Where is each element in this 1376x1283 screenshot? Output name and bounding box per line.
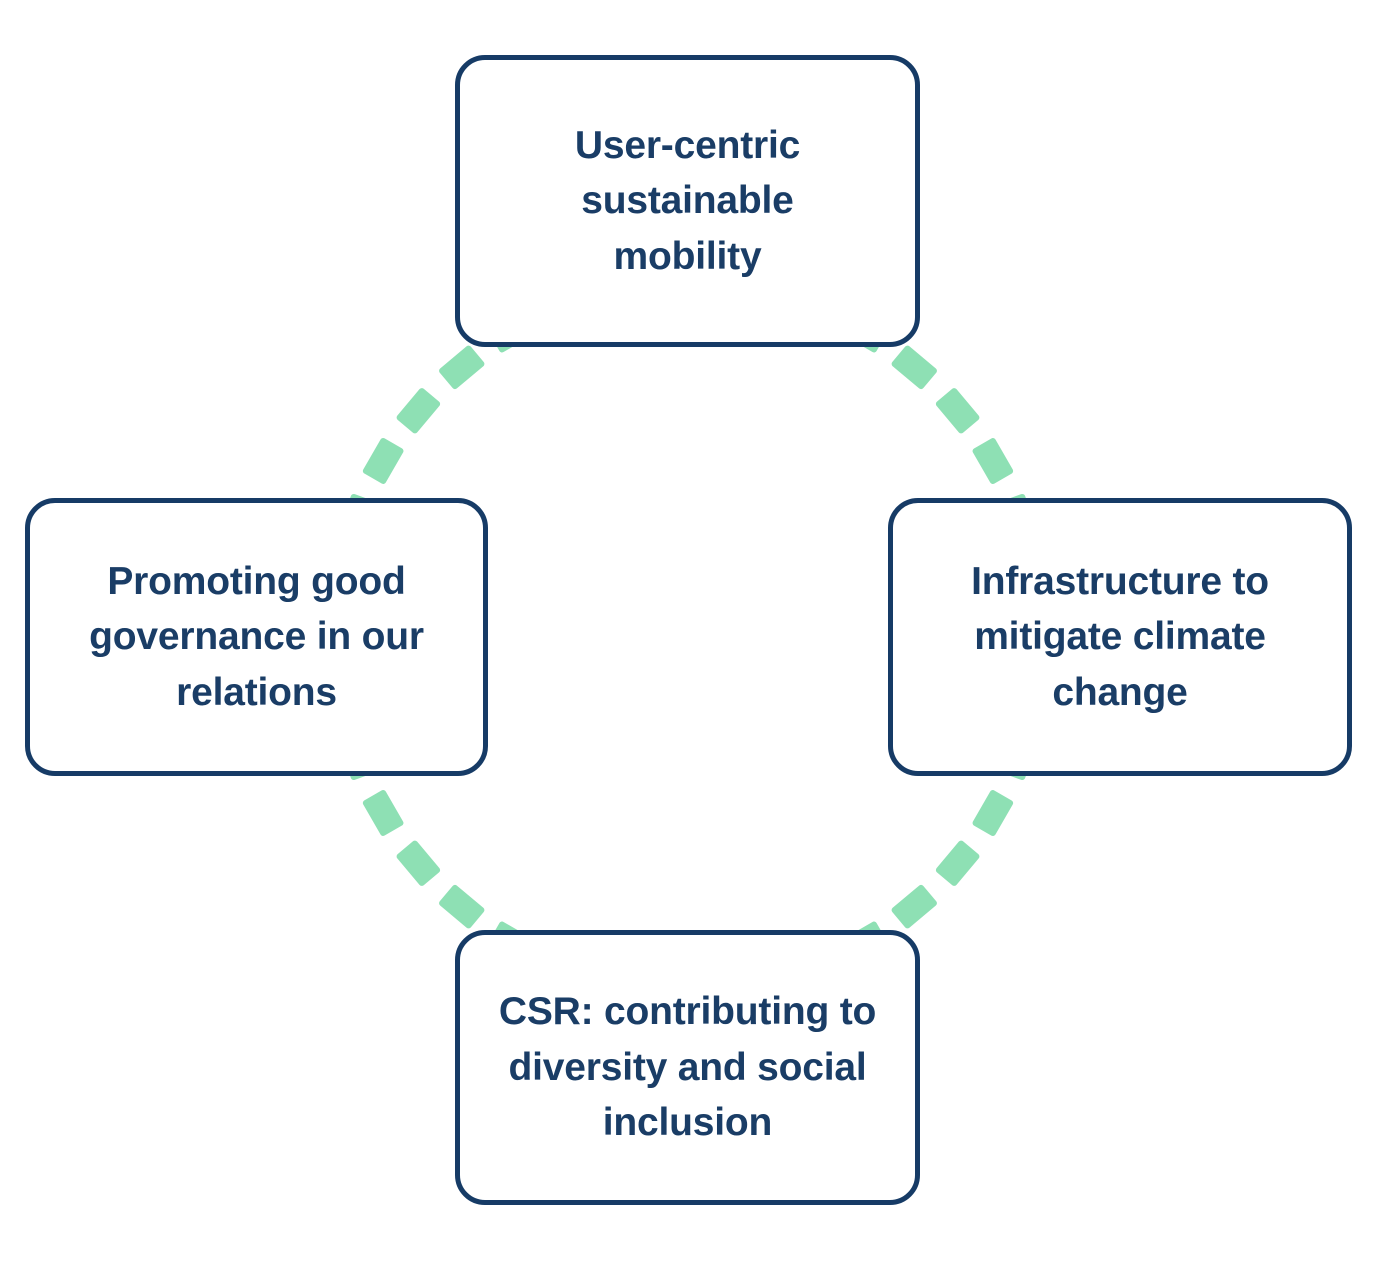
ring-dash-segment <box>972 438 1014 484</box>
node-infrastructure-to-mitigate-climate-change[interactable]: Infrastructure to mitigate climate chang… <box>888 498 1352 776</box>
ring-dash-segment <box>396 840 441 886</box>
ring-dash-segment <box>362 790 404 836</box>
ring-dash-segment <box>396 388 441 434</box>
ring-dash-segment <box>891 884 937 929</box>
node-label-right: Infrastructure to mitigate climate chang… <box>971 559 1269 714</box>
ring-dash-segment <box>972 790 1014 836</box>
ring-dash-segment <box>935 388 980 434</box>
node-label-bottom: CSR: contributing to diversity and socia… <box>498 990 877 1145</box>
node-user-centric-sustainable-mobility[interactable]: User-centric sustainable mobility <box>455 55 920 347</box>
ring-dash-segment <box>362 438 404 484</box>
ring-dash-segment <box>891 345 937 390</box>
node-label-top: User-centric sustainable mobility <box>574 123 801 278</box>
ring-dash-segment <box>935 840 980 886</box>
ring-dash-segment <box>439 345 485 390</box>
node-csr-contributing-to-diversity-and-social-inclusion[interactable]: CSR: contributing to diversity and socia… <box>455 930 920 1205</box>
ring-dash-segment <box>439 884 485 929</box>
node-label-left: Promoting good governance in our relatio… <box>89 559 424 714</box>
node-promoting-good-governance-in-our-relations[interactable]: Promoting good governance in our relatio… <box>25 498 488 776</box>
